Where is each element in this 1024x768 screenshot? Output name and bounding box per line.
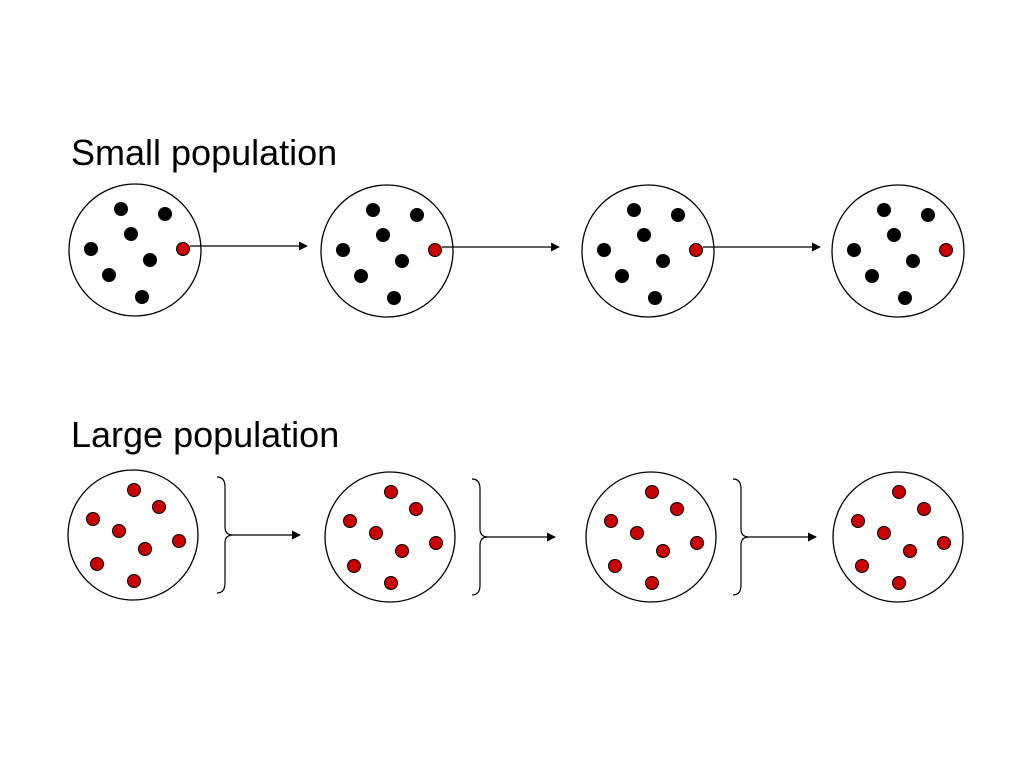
marked-individual — [428, 243, 442, 257]
marked-individual — [429, 536, 443, 550]
marked-individual — [409, 502, 423, 516]
population-large-generation-3 — [585, 471, 717, 603]
marked-individual — [630, 526, 644, 540]
marked-individual — [604, 514, 618, 528]
unmarked-individual — [627, 203, 641, 217]
marked-individual — [112, 524, 126, 538]
large-population-row — [67, 469, 964, 603]
unmarked-individual — [143, 253, 157, 267]
population-small-generation-3 — [581, 184, 715, 318]
population-large-generation-2 — [324, 471, 456, 603]
unmarked-individual — [84, 242, 98, 256]
marked-individual — [138, 542, 152, 556]
marked-individual — [645, 576, 659, 590]
unmarked-individual — [354, 269, 368, 283]
unmarked-individual — [921, 208, 935, 222]
marked-individual — [877, 526, 891, 540]
unmarked-individual — [615, 269, 629, 283]
marked-individual — [656, 544, 670, 558]
population-small-generation-4 — [831, 184, 965, 318]
marked-individual — [176, 242, 190, 256]
unmarked-individual — [158, 207, 172, 221]
unmarked-individual — [376, 228, 390, 242]
marked-individual — [917, 502, 931, 516]
unmarked-individual — [387, 291, 401, 305]
unmarked-individual — [395, 254, 409, 268]
unmarked-individual — [877, 203, 891, 217]
sampling-brace — [471, 478, 489, 596]
marked-individual — [892, 485, 906, 499]
marked-individual — [343, 514, 357, 528]
marked-individual — [86, 512, 100, 526]
marked-individual — [689, 243, 703, 257]
unmarked-individual — [410, 208, 424, 222]
marked-individual — [690, 536, 704, 550]
marked-individual — [395, 544, 409, 558]
marked-individual — [670, 502, 684, 516]
marked-individual — [892, 576, 906, 590]
unmarked-individual — [887, 228, 901, 242]
unmarked-individual — [671, 208, 685, 222]
unmarked-individual — [366, 203, 380, 217]
sampling-brace — [732, 478, 750, 596]
population-large-generation-4 — [832, 471, 964, 603]
small-population-row — [68, 183, 965, 318]
marked-individual — [172, 534, 186, 548]
unmarked-individual — [336, 243, 350, 257]
marked-individual — [152, 500, 166, 514]
marked-individual — [384, 576, 398, 590]
marked-individual — [384, 485, 398, 499]
unmarked-individual — [597, 243, 611, 257]
unmarked-individual — [114, 202, 128, 216]
unmarked-individual — [865, 269, 879, 283]
marked-individual — [608, 559, 622, 573]
unmarked-individual — [637, 228, 651, 242]
marked-individual — [645, 485, 659, 499]
unmarked-individual — [898, 291, 912, 305]
unmarked-individual — [847, 243, 861, 257]
marked-individual — [127, 574, 141, 588]
unmarked-individual — [135, 290, 149, 304]
sampling-brace — [216, 476, 234, 594]
marked-individual — [127, 483, 141, 497]
marked-individual — [855, 559, 869, 573]
large-population-title: Large population — [71, 414, 340, 455]
marked-individual — [347, 559, 361, 573]
population-small-generation-2 — [320, 184, 454, 318]
unmarked-individual — [906, 254, 920, 268]
marked-individual — [369, 526, 383, 540]
unmarked-individual — [656, 254, 670, 268]
unmarked-individual — [102, 268, 116, 282]
marked-individual — [90, 557, 104, 571]
marked-individual — [937, 536, 951, 550]
unmarked-individual — [648, 291, 662, 305]
marked-individual — [851, 514, 865, 528]
unmarked-individual — [124, 227, 138, 241]
marked-individual — [939, 243, 953, 257]
small-population-title: Small population — [71, 132, 338, 173]
population-large-generation-1 — [67, 469, 199, 601]
population-small-generation-1 — [68, 183, 202, 317]
marked-individual — [903, 544, 917, 558]
